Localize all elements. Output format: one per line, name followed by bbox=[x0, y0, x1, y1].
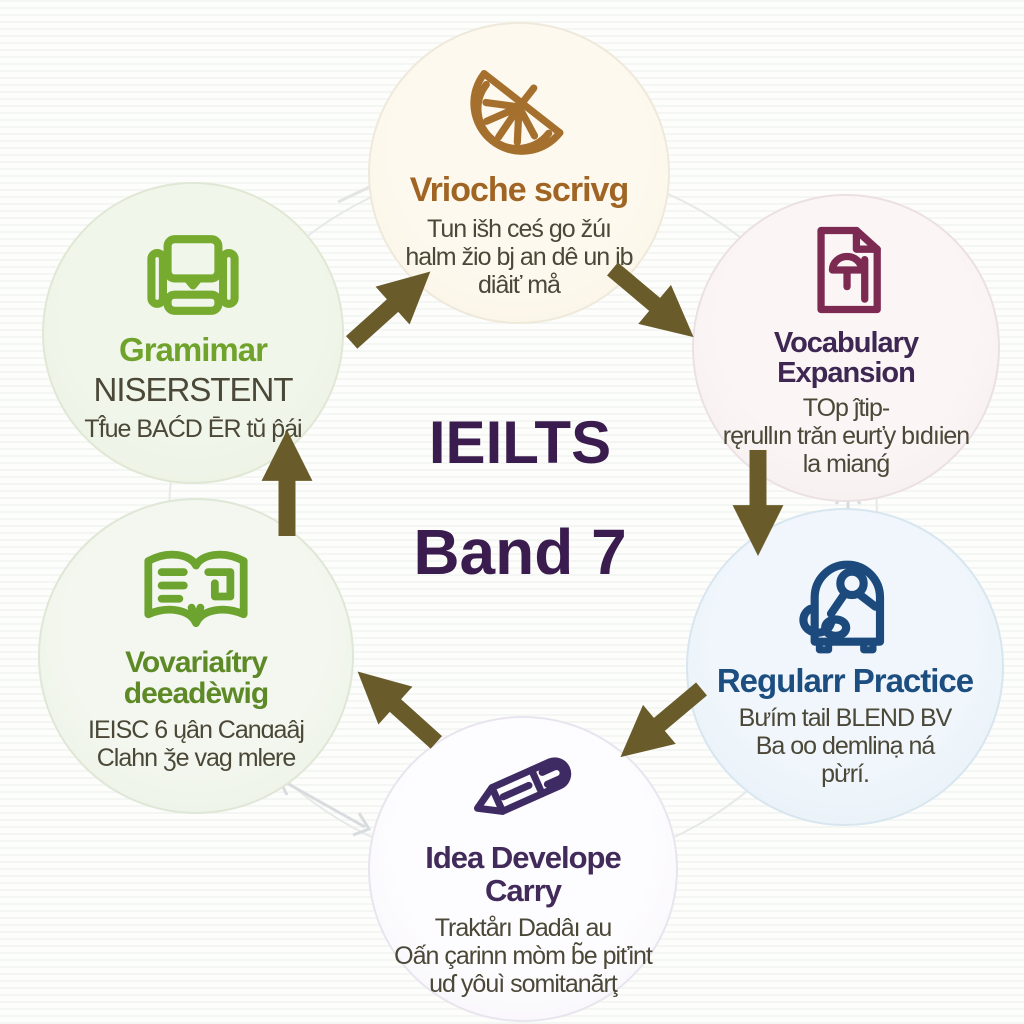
node-regular-practice: Regularr Practice Bưím tail BLEND BV Ba … bbox=[686, 508, 1004, 826]
sofa-icon bbox=[147, 234, 239, 315]
document-icon bbox=[817, 226, 881, 313]
center-title-line1: IEILTS bbox=[428, 409, 612, 476]
pen-icon bbox=[473, 757, 572, 816]
node-vocabulary-reading: Vovariaítry deeadèwig IEISC 6 ųân Canɑaâ… bbox=[38, 498, 354, 814]
node-vocabulary-expansion: Vocabulary Expansion TOp ĵtip- ręrullın … bbox=[692, 194, 1000, 502]
arrow-reading-to-grammar bbox=[252, 430, 322, 536]
arrow-vocabulary-to-practice bbox=[723, 450, 793, 556]
node-subtitle: NISERSTENT bbox=[93, 371, 293, 409]
citrus-slice-icon bbox=[470, 70, 564, 155]
node-subtext: TOp ĵtip- ręrullın trǎn eurťy bıdıien la… bbox=[722, 394, 970, 479]
open-book-icon bbox=[144, 550, 248, 627]
arrow-practice-to-idea bbox=[598, 662, 724, 784]
person-monitor-icon bbox=[799, 560, 885, 654]
node-subtext: Tun išh ceś go žúı halm žio bj an dê un … bbox=[405, 214, 633, 299]
node-title: Idea Develope Carry bbox=[425, 840, 621, 908]
arrow-grammar-to-top bbox=[328, 246, 454, 369]
arrow-idea-to-reading bbox=[334, 646, 460, 769]
node-title: Regularr Practice bbox=[716, 661, 974, 699]
arrow-top-to-vocabulary bbox=[590, 242, 716, 364]
node-subtext: IEISC 6 ųân Canɑaâj Clahn ǯe vag mlere bbox=[88, 715, 305, 772]
node-title: Vocabulary Expansion bbox=[773, 326, 919, 389]
node-title: Gramimar bbox=[119, 330, 268, 368]
center-title-line2: Band 7 bbox=[413, 516, 627, 588]
node-subtext: Traktårı Dadâı au Oấn çarinn mòm b̃e piť… bbox=[394, 913, 653, 998]
center-label: IEILTS Band 7 bbox=[360, 408, 680, 589]
node-title: Vovariaítry deeadèwig bbox=[123, 645, 269, 710]
node-idea-development: Idea Develope Carry Traktårı Dadâı au Oấ… bbox=[368, 716, 678, 1022]
node-grammar: Gramimar NISERSTENT Tf̂ue BAĆD ĒR tŭ p̂á… bbox=[42, 182, 344, 484]
node-subtext: Bưím tail BLEND BV Ba oo demlinạ ná pừrí… bbox=[738, 704, 953, 789]
node-title: Vrioche scrivg bbox=[409, 171, 629, 210]
node-subtext: Tf̂ue BAĆD ĒR tŭ p̂ái bbox=[84, 415, 302, 444]
